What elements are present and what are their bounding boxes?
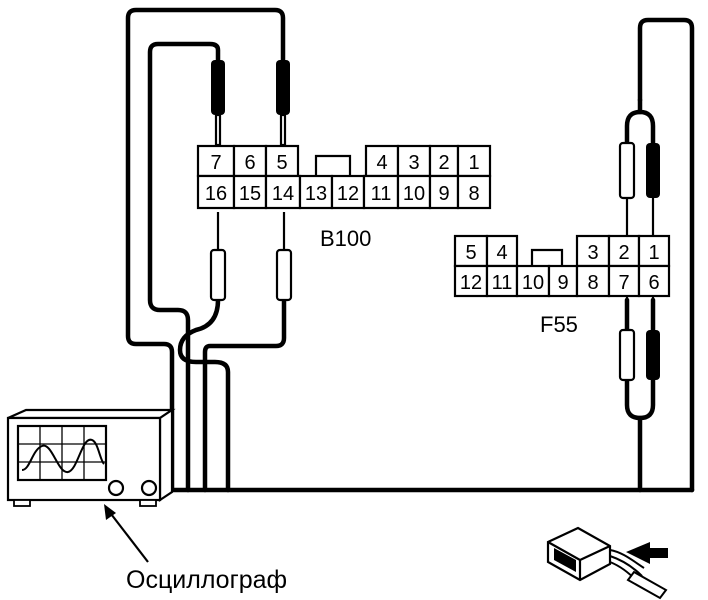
f55-connector-label: F55: [540, 312, 578, 337]
caption-pointer-line: [107, 509, 149, 563]
oscilloscope-waveform: [21, 438, 105, 473]
b100-pin-label: 7: [210, 152, 221, 174]
connector-f55: 5 4 3 2 1 12 11 10 9 8 7 6 F55: [453, 234, 671, 337]
f55-pin-label: 10: [522, 272, 544, 294]
f55-pin-label: 11: [492, 272, 513, 294]
b100-bottom-row: 16 15 14 13 12 11 10 9 8: [196, 174, 492, 210]
b100-pin-label: 10: [403, 183, 425, 205]
f55-pin-label: 1: [648, 242, 659, 264]
wire-b100-pin7-loop: [147, 41, 221, 493]
f55-pin-label: 9: [557, 272, 568, 294]
probe-white-b100-pin16: [209, 248, 227, 302]
b100-top-row: 7 6 5 4 3 2 1: [196, 144, 492, 178]
wire-b100-pin5-loop: [125, 7, 286, 493]
b100-pin-label: 15: [239, 183, 261, 205]
f55-pin-label: 7: [618, 272, 629, 294]
insert-arrow-icon: [626, 542, 668, 564]
oscilloscope-knob-left[interactable]: [107, 479, 125, 497]
b100-lock-tab: [314, 154, 352, 176]
b100-pin-label: 12: [337, 183, 359, 205]
wire-b100-pin14: [202, 297, 287, 493]
wires: [125, 7, 695, 493]
probe-black-b100-pin7: [211, 60, 225, 115]
b100-pin-label: 5: [276, 152, 287, 174]
b100-pin-label: 3: [408, 152, 419, 174]
oscilloscope-case-top: [7, 408, 176, 420]
b100-connector-label: B100: [320, 226, 371, 251]
b100-pin-label: 14: [272, 183, 294, 205]
b100-pin-label: 13: [305, 183, 327, 205]
oscilloscope-foot: [139, 499, 157, 507]
f55-pin-label: 2: [618, 242, 629, 264]
probe-black-f55-pin6: [646, 330, 660, 380]
b100-pin-label: 9: [438, 183, 449, 205]
b100-pin-label: 2: [438, 152, 449, 174]
probe-white-f55-pin7: [618, 328, 636, 382]
probes: [209, 60, 660, 382]
caption-pointer-arrowhead: [104, 504, 116, 520]
connector-b100: 7 6 5 4 3 2 1 16 15 14 13 12 11 10: [196, 144, 492, 251]
f55-top-row: 5 4 3 2 1: [453, 234, 671, 268]
oscilloscope-knob-right[interactable]: [140, 479, 158, 497]
probe-black-b100-pin5: [276, 60, 290, 115]
f55-pin-label: 12: [460, 272, 482, 294]
oscilloscope-grid: [18, 426, 106, 480]
probe-white-b100-pin14: [275, 248, 293, 302]
b100-pin-label: 4: [376, 152, 387, 174]
oscilloscope-foot: [13, 499, 31, 507]
f55-pin-label: 5: [465, 242, 476, 264]
connector-plug-icon: [546, 526, 668, 600]
probe-white-f55-pin2: [618, 141, 636, 200]
b100-pin-label: 8: [468, 183, 479, 205]
b100-pin-label: 11: [371, 183, 392, 205]
f55-pin-label: 8: [587, 272, 598, 294]
b100-pin-label: 6: [244, 152, 255, 174]
oscilloscope-caption: Осциллограф: [126, 566, 287, 594]
f55-pin-label: 4: [496, 242, 507, 264]
oscilloscope-case-side: [158, 407, 174, 503]
wire-f55-probe-loop: [624, 109, 656, 146]
b100-pin-label: 16: [205, 183, 227, 205]
f55-lock-tab: [530, 248, 564, 266]
f55-pin-label: 3: [587, 242, 598, 264]
b100-pin-label: 1: [468, 152, 479, 174]
f55-pin-label: 6: [648, 272, 659, 294]
probe-black-f55-pin1: [646, 143, 660, 198]
f55-bottom-row: 12 11 10 9 8 7 6: [453, 264, 671, 298]
wire-f55-right-loop: [637, 17, 695, 493]
oscilloscope: Осциллограф: [6, 407, 287, 594]
wire-b100-pin16: [177, 297, 231, 493]
